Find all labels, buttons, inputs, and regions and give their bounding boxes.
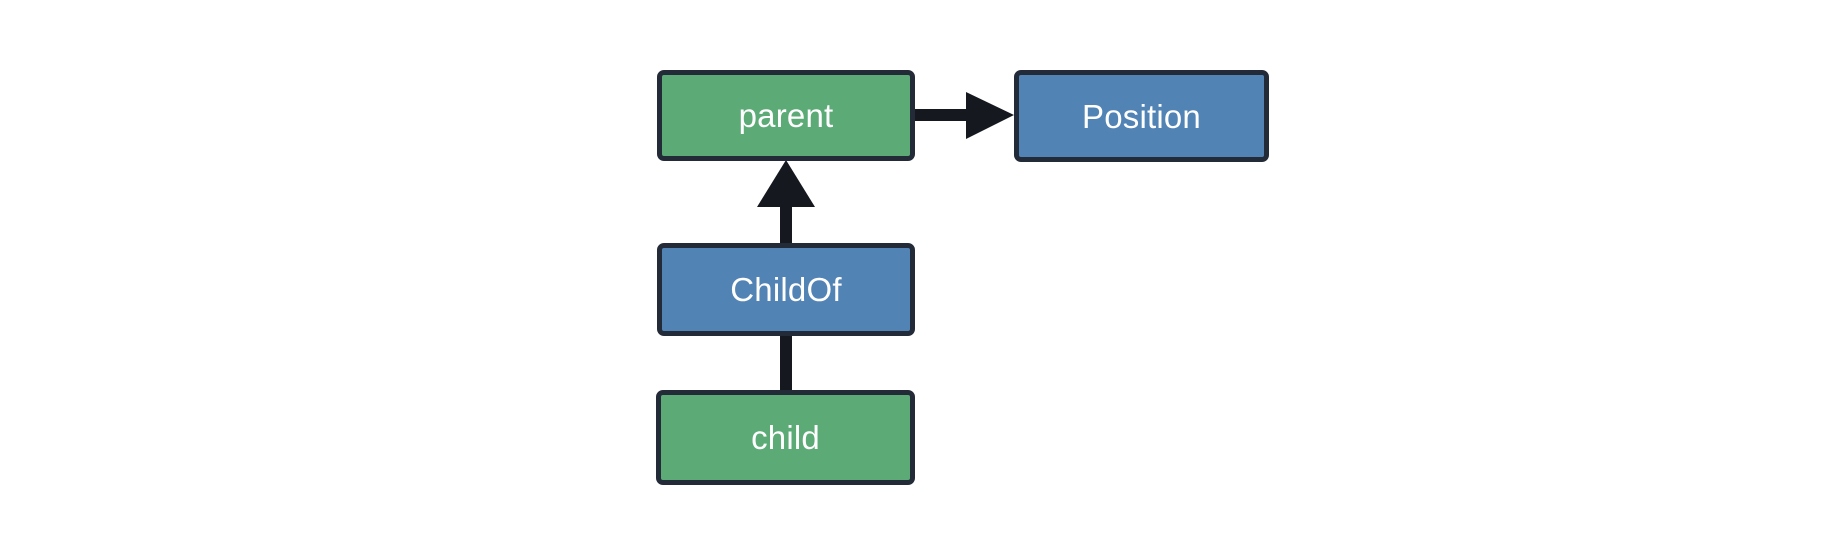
- node-position-label: Position: [1081, 97, 1201, 135]
- edge-parent-to-position: [914, 92, 1014, 139]
- node-childof[interactable]: ChildOf: [657, 243, 915, 336]
- node-parent-label: parent: [738, 97, 834, 134]
- edge-childof-to-parent: [757, 160, 815, 243]
- node-child-label: child: [751, 419, 820, 456]
- node-position[interactable]: Position: [1014, 70, 1269, 162]
- arrowhead-right-icon: [966, 92, 1014, 139]
- arrowhead-up-icon: [757, 160, 815, 207]
- node-childof-label: ChildOf: [730, 271, 842, 308]
- node-parent[interactable]: parent: [657, 70, 915, 161]
- node-child[interactable]: child: [656, 390, 915, 485]
